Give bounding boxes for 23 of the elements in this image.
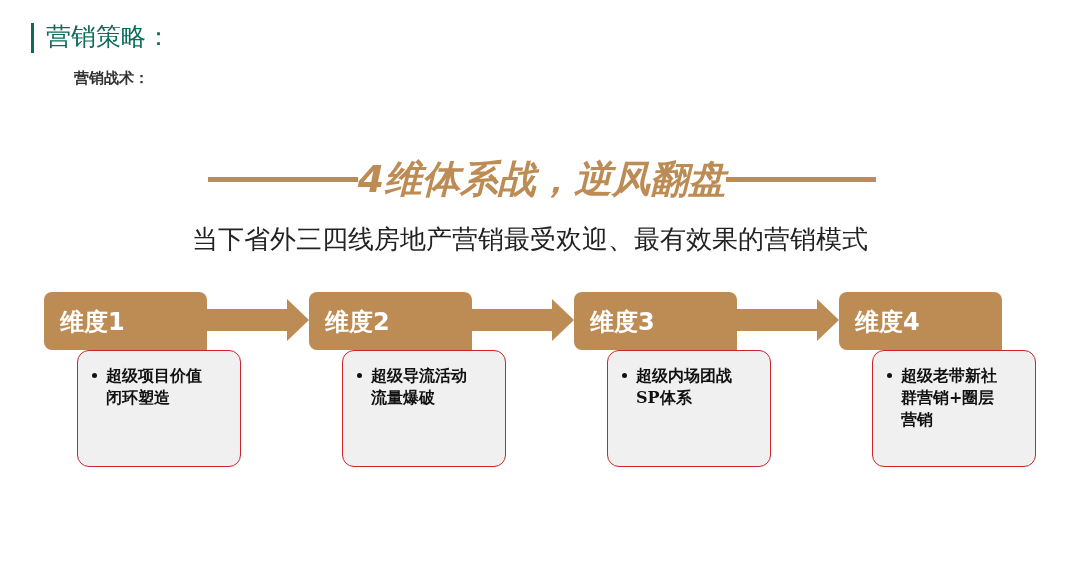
slogan-heading: 4维体系战，逆风翻盘 xyxy=(357,156,727,203)
subheading: 营销战术： xyxy=(74,69,149,88)
dimension-box xyxy=(44,292,207,350)
text-box xyxy=(77,350,241,467)
dimension-title: 维度4 xyxy=(855,308,920,336)
text-box xyxy=(342,350,506,467)
dimension-title: 维度3 xyxy=(590,308,655,336)
bullet-text: 超级老带新社群营销+圈层营销 xyxy=(901,365,998,431)
dimension-title: 维度1 xyxy=(60,308,125,336)
description-text: 当下省外三四线房地产营销最受欢迎、最有效果的营销模式 xyxy=(192,223,869,256)
text-box xyxy=(872,350,1036,467)
dimension-box xyxy=(839,292,1002,350)
dimension-title: 维度2 xyxy=(325,308,390,336)
page-title: 营销策略： xyxy=(46,21,171,53)
bullet-text: 超级项目价值闭环塑造 xyxy=(106,365,203,409)
block-arrow xyxy=(207,299,309,341)
bullet-text: 超级内场团战SP体系 xyxy=(636,365,733,409)
bullet-text: 超级导流活动流量爆破 xyxy=(371,365,468,409)
block-arrow xyxy=(472,299,574,341)
dimension-box xyxy=(574,292,737,350)
block-arrow xyxy=(737,299,839,341)
text-box xyxy=(607,350,771,467)
dimension-box xyxy=(309,292,472,350)
